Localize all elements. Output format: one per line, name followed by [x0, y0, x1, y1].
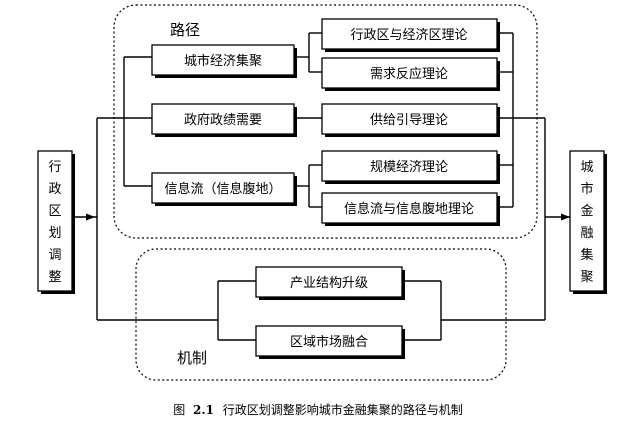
connector-lines: [72, 32, 570, 341]
arrowhead-to-target: [561, 213, 570, 221]
path-group-3: 信息流（信息腹地）: [151, 172, 297, 206]
path-group-2: 政府政绩需要: [151, 103, 297, 137]
path-group-label: 城市经济集聚: [184, 53, 262, 69]
source-label: 行政区划调整: [48, 160, 61, 285]
theory-box-4: 规模经济理论: [321, 150, 500, 184]
mechanism-box-2: 区域市场融合: [255, 325, 405, 359]
caption-number: 2.1: [193, 403, 214, 417]
theory-box-1: 行政区与经济区理论: [321, 18, 500, 52]
path-section-title: 路径: [170, 21, 200, 39]
mechanism-label: 区域市场融合: [290, 334, 368, 350]
theory-label: 行政区与经济区理论: [350, 28, 467, 43]
theory-label: 信息流与信息腹地理论: [344, 201, 474, 217]
arrowhead-to-path: [86, 213, 95, 221]
mechanism-box-1: 产业结构升级: [255, 266, 405, 300]
theory-box-5: 信息流与信息腹地理论: [321, 192, 500, 226]
mechanism-label: 产业结构升级: [290, 276, 368, 291]
target-label: 城市金融集聚: [580, 160, 593, 285]
target-node: 城市金融集聚: [569, 150, 607, 294]
theory-label: 规模经济理论: [370, 160, 448, 175]
path-group-1: 城市经济集聚: [151, 44, 297, 78]
theory-label: 需求反应理论: [370, 66, 448, 82]
mechanism-section-frame: [135, 248, 507, 381]
theory-box-2: 需求反应理论: [321, 57, 500, 91]
theory-label: 供给引导理论: [370, 113, 448, 128]
figure-caption: 图 2.1 行政区划调整影响城市金融集聚的路径与机制: [173, 402, 463, 417]
caption-prefix: 图: [173, 403, 185, 417]
path-section-frame: [113, 4, 538, 239]
source-node: 行政区划调整: [37, 150, 75, 294]
path-group-label: 政府政绩需要: [184, 113, 262, 128]
path-group-label: 信息流（信息腹地）: [164, 181, 281, 197]
theory-box-3: 供给引导理论: [321, 103, 500, 137]
caption-text: 行政区划调整影响城市金融集聚的路径与机制: [223, 402, 463, 417]
mechanism-section-title: 机制: [177, 349, 207, 367]
